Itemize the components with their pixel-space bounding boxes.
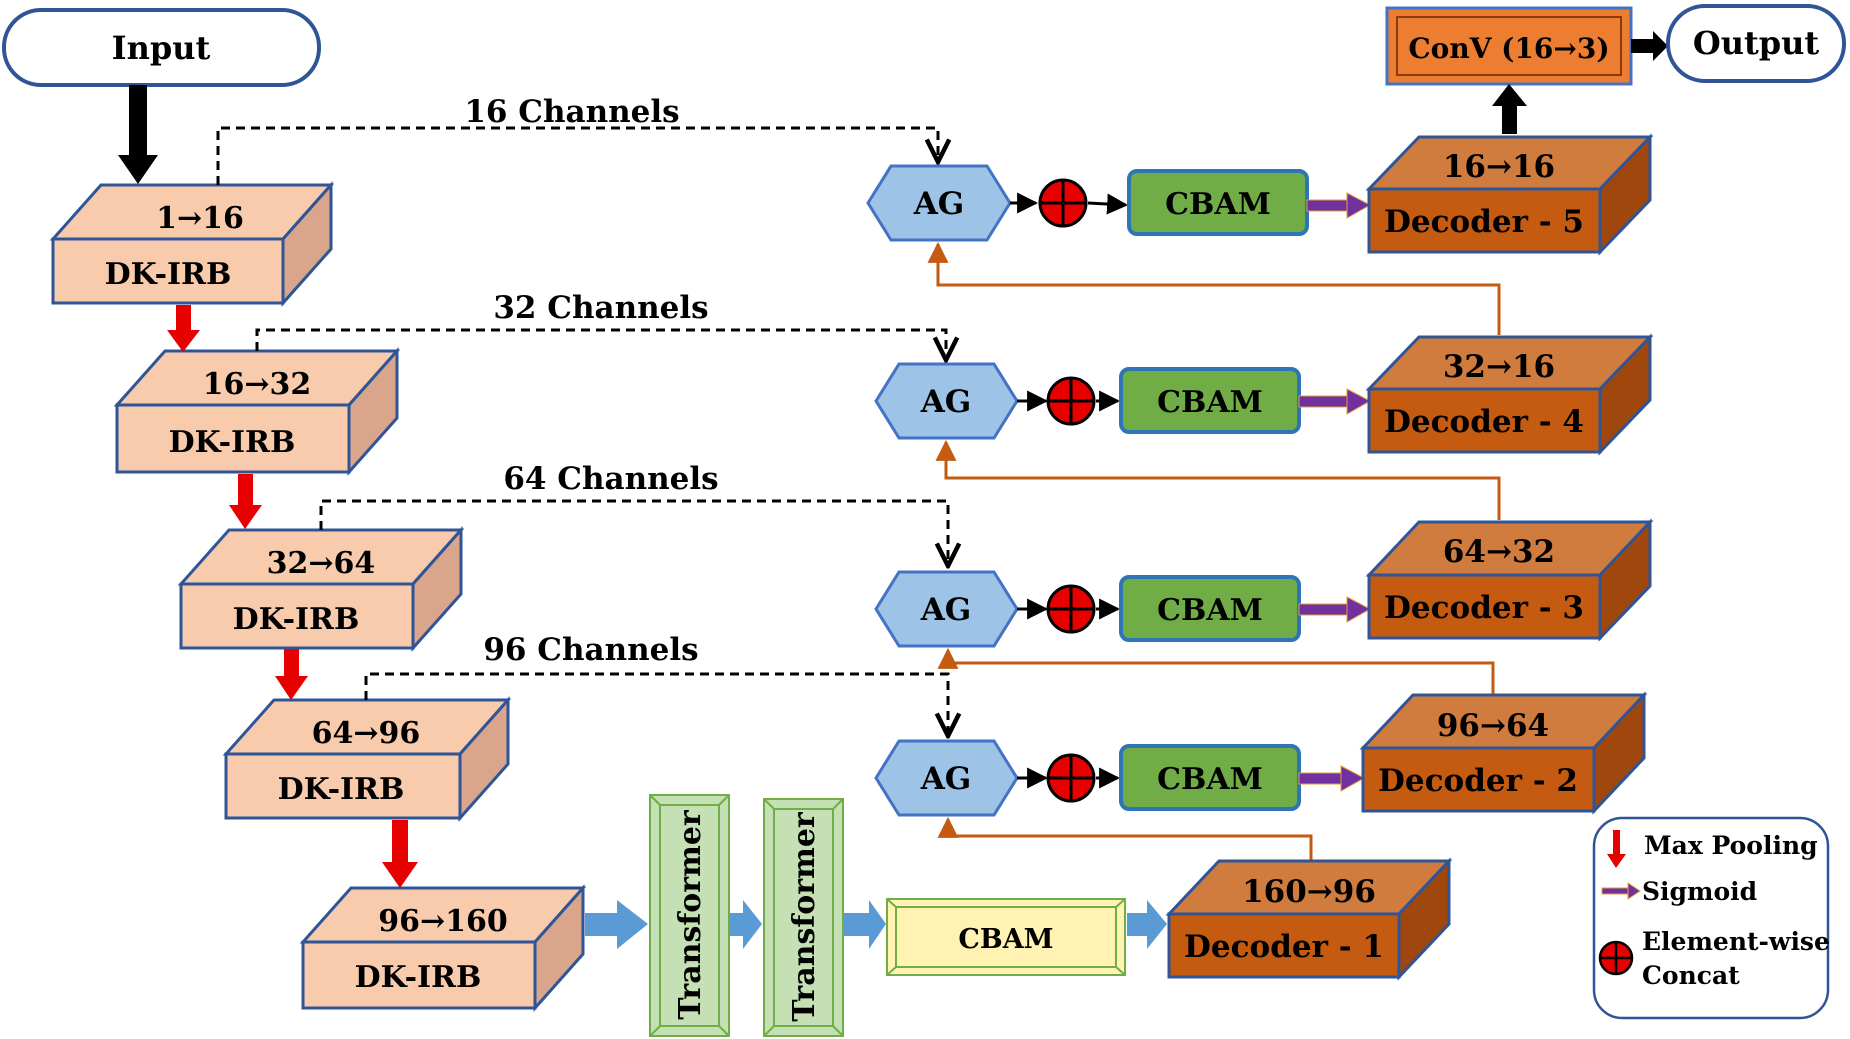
output-label: Output: [1693, 24, 1820, 62]
skip-label-32: 32 Channels: [493, 290, 708, 326]
decoder-1-name: Decoder - 1: [1184, 929, 1384, 965]
skip-label-96: 96 Channels: [483, 632, 698, 668]
attention-gate-4: AG: [874, 362, 1019, 440]
transformer-1: Transformer: [649, 794, 730, 1037]
concat-icon-5: [1038, 178, 1088, 228]
max-pool-arrow-4: [382, 820, 418, 888]
decoder-1-channels: 160→96: [1242, 874, 1376, 910]
encoder-4-channels: 64→96: [312, 716, 421, 751]
concat-icon-2: [1046, 753, 1096, 803]
skip-label-64: 64 Channels: [503, 461, 718, 497]
decoder-5-name: Decoder - 5: [1384, 204, 1584, 240]
attention-gate-2: AG: [874, 739, 1019, 817]
cbam-4: CBAM: [1119, 367, 1301, 434]
decoder-3-channels: 64→32: [1443, 534, 1555, 570]
bottleneck-cbam-label: CBAM: [958, 924, 1053, 955]
ag-2-label: AG: [920, 761, 972, 797]
legend: Max Pooling Sigmoid Element-wise Concat: [1592, 816, 1830, 1020]
decoder-to-conv-arrow: [1492, 84, 1527, 134]
concat-arrows: [1010, 192, 1129, 789]
conv-to-output-arrow: [1631, 31, 1668, 61]
encoder-block-5: 96→160 DK-IRB: [299, 884, 587, 1012]
decoder-block-3: 64→32 Decoder - 3: [1365, 518, 1654, 642]
skip-label-16: 16 Channels: [464, 94, 679, 130]
encoder-2-name: DK-IRB: [169, 425, 296, 460]
ag-4-label: AG: [920, 384, 972, 420]
max-pool-arrow-3: [275, 649, 308, 700]
encoder-2-channels: 16→32: [203, 367, 312, 402]
encoder-block-2: 16→32 DK-IRB: [113, 347, 401, 476]
sigmoid-legend-icon: [1601, 882, 1641, 900]
cbam-5: CBAM: [1127, 169, 1309, 236]
legend-max-pooling: Max Pooling: [1644, 831, 1818, 860]
final-conv-label: ConV (16→3): [1408, 32, 1609, 65]
max-pool-arrow-2: [229, 474, 262, 529]
decoder-block-2: 96→64 Decoder - 2: [1359, 691, 1648, 815]
attention-gate-5: AG: [866, 164, 1012, 242]
transformer-2: Transformer: [763, 798, 844, 1037]
max-pool-arrow-1: [167, 305, 200, 352]
cbam-2: CBAM: [1119, 744, 1301, 811]
concat-legend-icon: [1598, 940, 1634, 976]
decoder-upsample-lines: [927, 241, 1501, 861]
encoder-5-channels: 96→160: [378, 904, 508, 939]
decoder-4-name: Decoder - 4: [1384, 404, 1584, 440]
encoder-block-4: 64→96 DK-IRB: [222, 696, 512, 822]
encoder-1-name: DK-IRB: [105, 257, 232, 292]
encoder-4-name: DK-IRB: [278, 772, 405, 807]
input-terminal: Input: [2, 8, 321, 87]
decoder-5-channels: 16→16: [1443, 149, 1555, 185]
decoder-2-channels: 96→64: [1437, 708, 1549, 744]
input-arrow: [118, 85, 158, 184]
bottleneck-arrows: [585, 900, 1167, 949]
legend-concat-line2: Concat: [1642, 961, 1740, 990]
decoder-block-4: 32→16 Decoder - 4: [1365, 333, 1654, 456]
cbam-4-label: CBAM: [1157, 385, 1263, 420]
legend-concat-line1: Element-wise: [1642, 927, 1830, 956]
encoder-5-name: DK-IRB: [355, 960, 482, 995]
cbam-2-label: CBAM: [1157, 762, 1263, 797]
sigmoid-arrows: [1298, 192, 1372, 792]
attention-gate-3: AG: [874, 570, 1019, 648]
decoder-2-name: Decoder - 2: [1378, 763, 1578, 799]
decoder-3-name: Decoder - 3: [1384, 590, 1584, 626]
transformer-2-label: Transformer: [787, 811, 822, 1022]
output-terminal: Output: [1666, 4, 1846, 83]
decoder-block-5: 16→16 Decoder - 5: [1365, 133, 1654, 256]
bottleneck-cbam: CBAM: [886, 898, 1126, 976]
input-label: Input: [112, 29, 211, 67]
skip-connections: [216, 126, 948, 736]
legend-sigmoid: Sigmoid: [1642, 877, 1757, 906]
ag-5-label: AG: [913, 186, 965, 222]
ag-3-label: AG: [920, 592, 972, 628]
encoder-block-1: 1→16 DK-IRB: [49, 181, 335, 307]
cbam-5-label: CBAM: [1165, 187, 1271, 222]
decoder-4-channels: 32→16: [1443, 349, 1555, 385]
final-conv-block: ConV (16→3): [1385, 6, 1633, 86]
concat-icon-4: [1046, 376, 1096, 426]
encoder-3-name: DK-IRB: [233, 602, 360, 637]
encoder-block-3: 32→64 DK-IRB: [177, 526, 465, 652]
concat-icon-3: [1046, 584, 1096, 634]
cbam-3: CBAM: [1119, 575, 1301, 642]
decoder-block-1: 160→96 Decoder - 1: [1165, 857, 1453, 981]
transformer-1-label: Transformer: [673, 809, 708, 1020]
max-pooling-legend-icon: [1607, 830, 1626, 868]
encoder-3-channels: 32→64: [267, 546, 376, 581]
encoder-1-channels: 1→16: [156, 201, 244, 236]
cbam-3-label: CBAM: [1157, 593, 1263, 628]
